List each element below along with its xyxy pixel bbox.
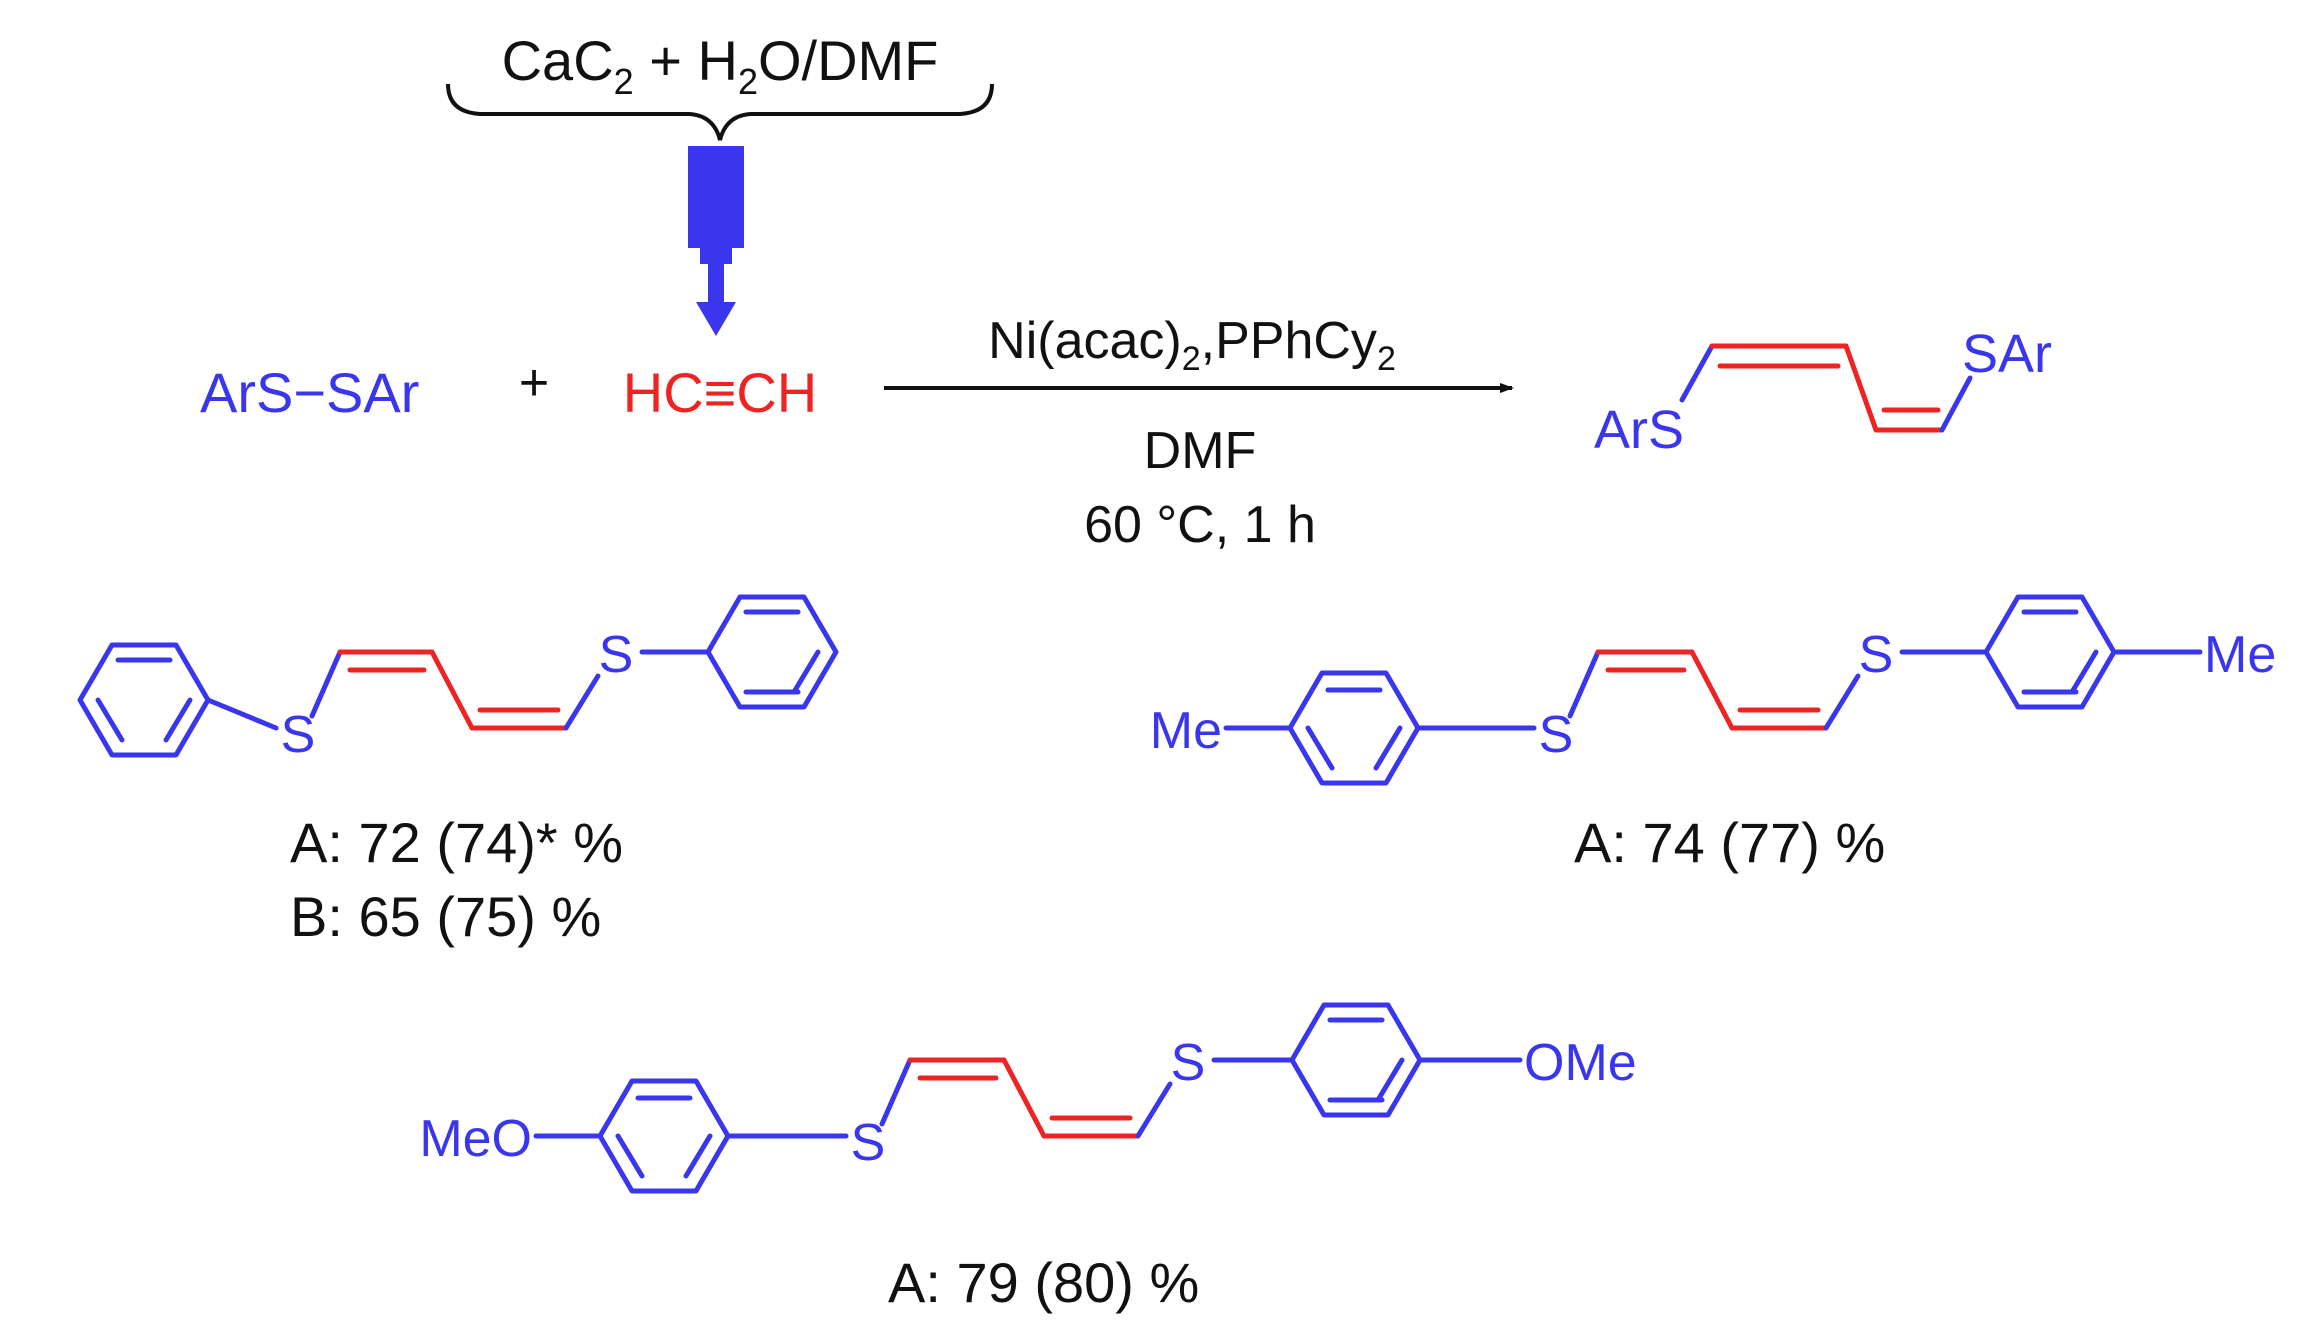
plus-sign: + xyxy=(519,354,549,412)
gas-delivery-needle xyxy=(708,264,724,304)
ex3-methoxy-left: MeO xyxy=(419,1110,532,1168)
example-ditolyl: Me S S Me A: 74 (77) % xyxy=(1150,594,2276,874)
ex1-phenyl-right xyxy=(705,594,839,710)
ex3-aryl-right-inner-2 xyxy=(1375,1057,1405,1103)
temperature-time-label: 60 °C, 1 h xyxy=(1084,496,1316,554)
ex1-yield-b: B: 65 (75) % xyxy=(290,885,601,948)
ex1-bond-ph-s xyxy=(205,697,279,731)
ex3-bond-s-c xyxy=(879,1057,913,1127)
solvent-label: DMF xyxy=(1144,422,1257,480)
ex2-aryl-left xyxy=(1287,670,1421,786)
gas-delivery-neck xyxy=(700,248,732,264)
ex2-methyl-left: Me xyxy=(1150,702,1222,760)
catalyst-label: Ni(acac)2,PPhCy2 xyxy=(988,312,1396,378)
example-diphenyl: S S A: 72 (74)* % B: 65 (75) % xyxy=(77,594,839,948)
product-left-group: ArS xyxy=(1594,400,1684,460)
ex1-phenyl-left xyxy=(77,642,211,758)
ex2-aryl-right xyxy=(1983,594,2117,710)
ex2-bond-s-c xyxy=(1567,649,1601,719)
ex2-aryl-left-inner-3 xyxy=(1305,725,1335,771)
ex3-sulfur-right: S xyxy=(1171,1034,1206,1092)
product-bond-s2 xyxy=(1939,375,1973,433)
ex2-aryl-left-inner-2 xyxy=(1373,725,1403,771)
reactants: ArS−SAr + HC≡CH xyxy=(200,354,817,424)
ex3-aryl-left-inner-3 xyxy=(615,1133,645,1179)
ex1-phenyl-right-inner-2 xyxy=(791,649,821,695)
generic-product: ArS SAr xyxy=(1594,324,2052,460)
ex1-bond-s-c xyxy=(309,649,343,719)
gas-delivery-barrel xyxy=(688,146,744,248)
ex1-bond-c-s xyxy=(563,673,601,731)
ex1-sulfur-right: S xyxy=(599,626,634,684)
product-right-group: SAr xyxy=(1962,324,2052,384)
gas-delivery-tip xyxy=(696,302,736,336)
generator-brace xyxy=(446,83,994,141)
ex1-phenyl-left-inner-2 xyxy=(163,697,193,743)
ex3-aryl-right xyxy=(1289,1002,1423,1118)
example-dianisyl: MeO S S OMe A: 79 (80) % xyxy=(419,1002,1637,1314)
product-single-bond xyxy=(1843,343,1879,433)
ex3-bond-c-s xyxy=(1135,1081,1173,1139)
ex1-phenyl-left-inner-3 xyxy=(95,697,125,743)
ex3-single-bond xyxy=(1001,1057,1047,1139)
ex2-methyl-right: Me xyxy=(2204,626,2276,684)
disulfide-reactant: ArS−SAr xyxy=(200,361,419,424)
product-bond-s1 xyxy=(1679,343,1715,403)
ex1-single-bond xyxy=(429,649,475,731)
acetylene-reactant: HC≡CH xyxy=(623,361,817,424)
ex2-aryl-right-inner-2 xyxy=(2069,649,2099,695)
ex3-aryl-left-inner-2 xyxy=(683,1133,713,1179)
acetylene-generator: CaC2 + H2O/DMF xyxy=(446,29,994,336)
ex3-methoxy-right: OMe xyxy=(1524,1034,1637,1092)
ex2-sulfur-right: S xyxy=(1859,626,1894,684)
reaction-conditions: Ni(acac)2,PPhCy2 DMF 60 °C, 1 h xyxy=(884,312,1514,554)
ex2-bond-c-s xyxy=(1823,673,1861,731)
ex3-yield-a: A: 79 (80) % xyxy=(888,1251,1199,1314)
generator-formula: CaC2 + H2O/DMF xyxy=(502,29,939,102)
ex1-yield-a: A: 72 (74)* % xyxy=(290,811,623,874)
ex3-aryl-left xyxy=(597,1078,731,1194)
ex2-single-bond xyxy=(1689,649,1735,731)
ex2-yield-a: A: 74 (77) % xyxy=(1574,811,1885,874)
